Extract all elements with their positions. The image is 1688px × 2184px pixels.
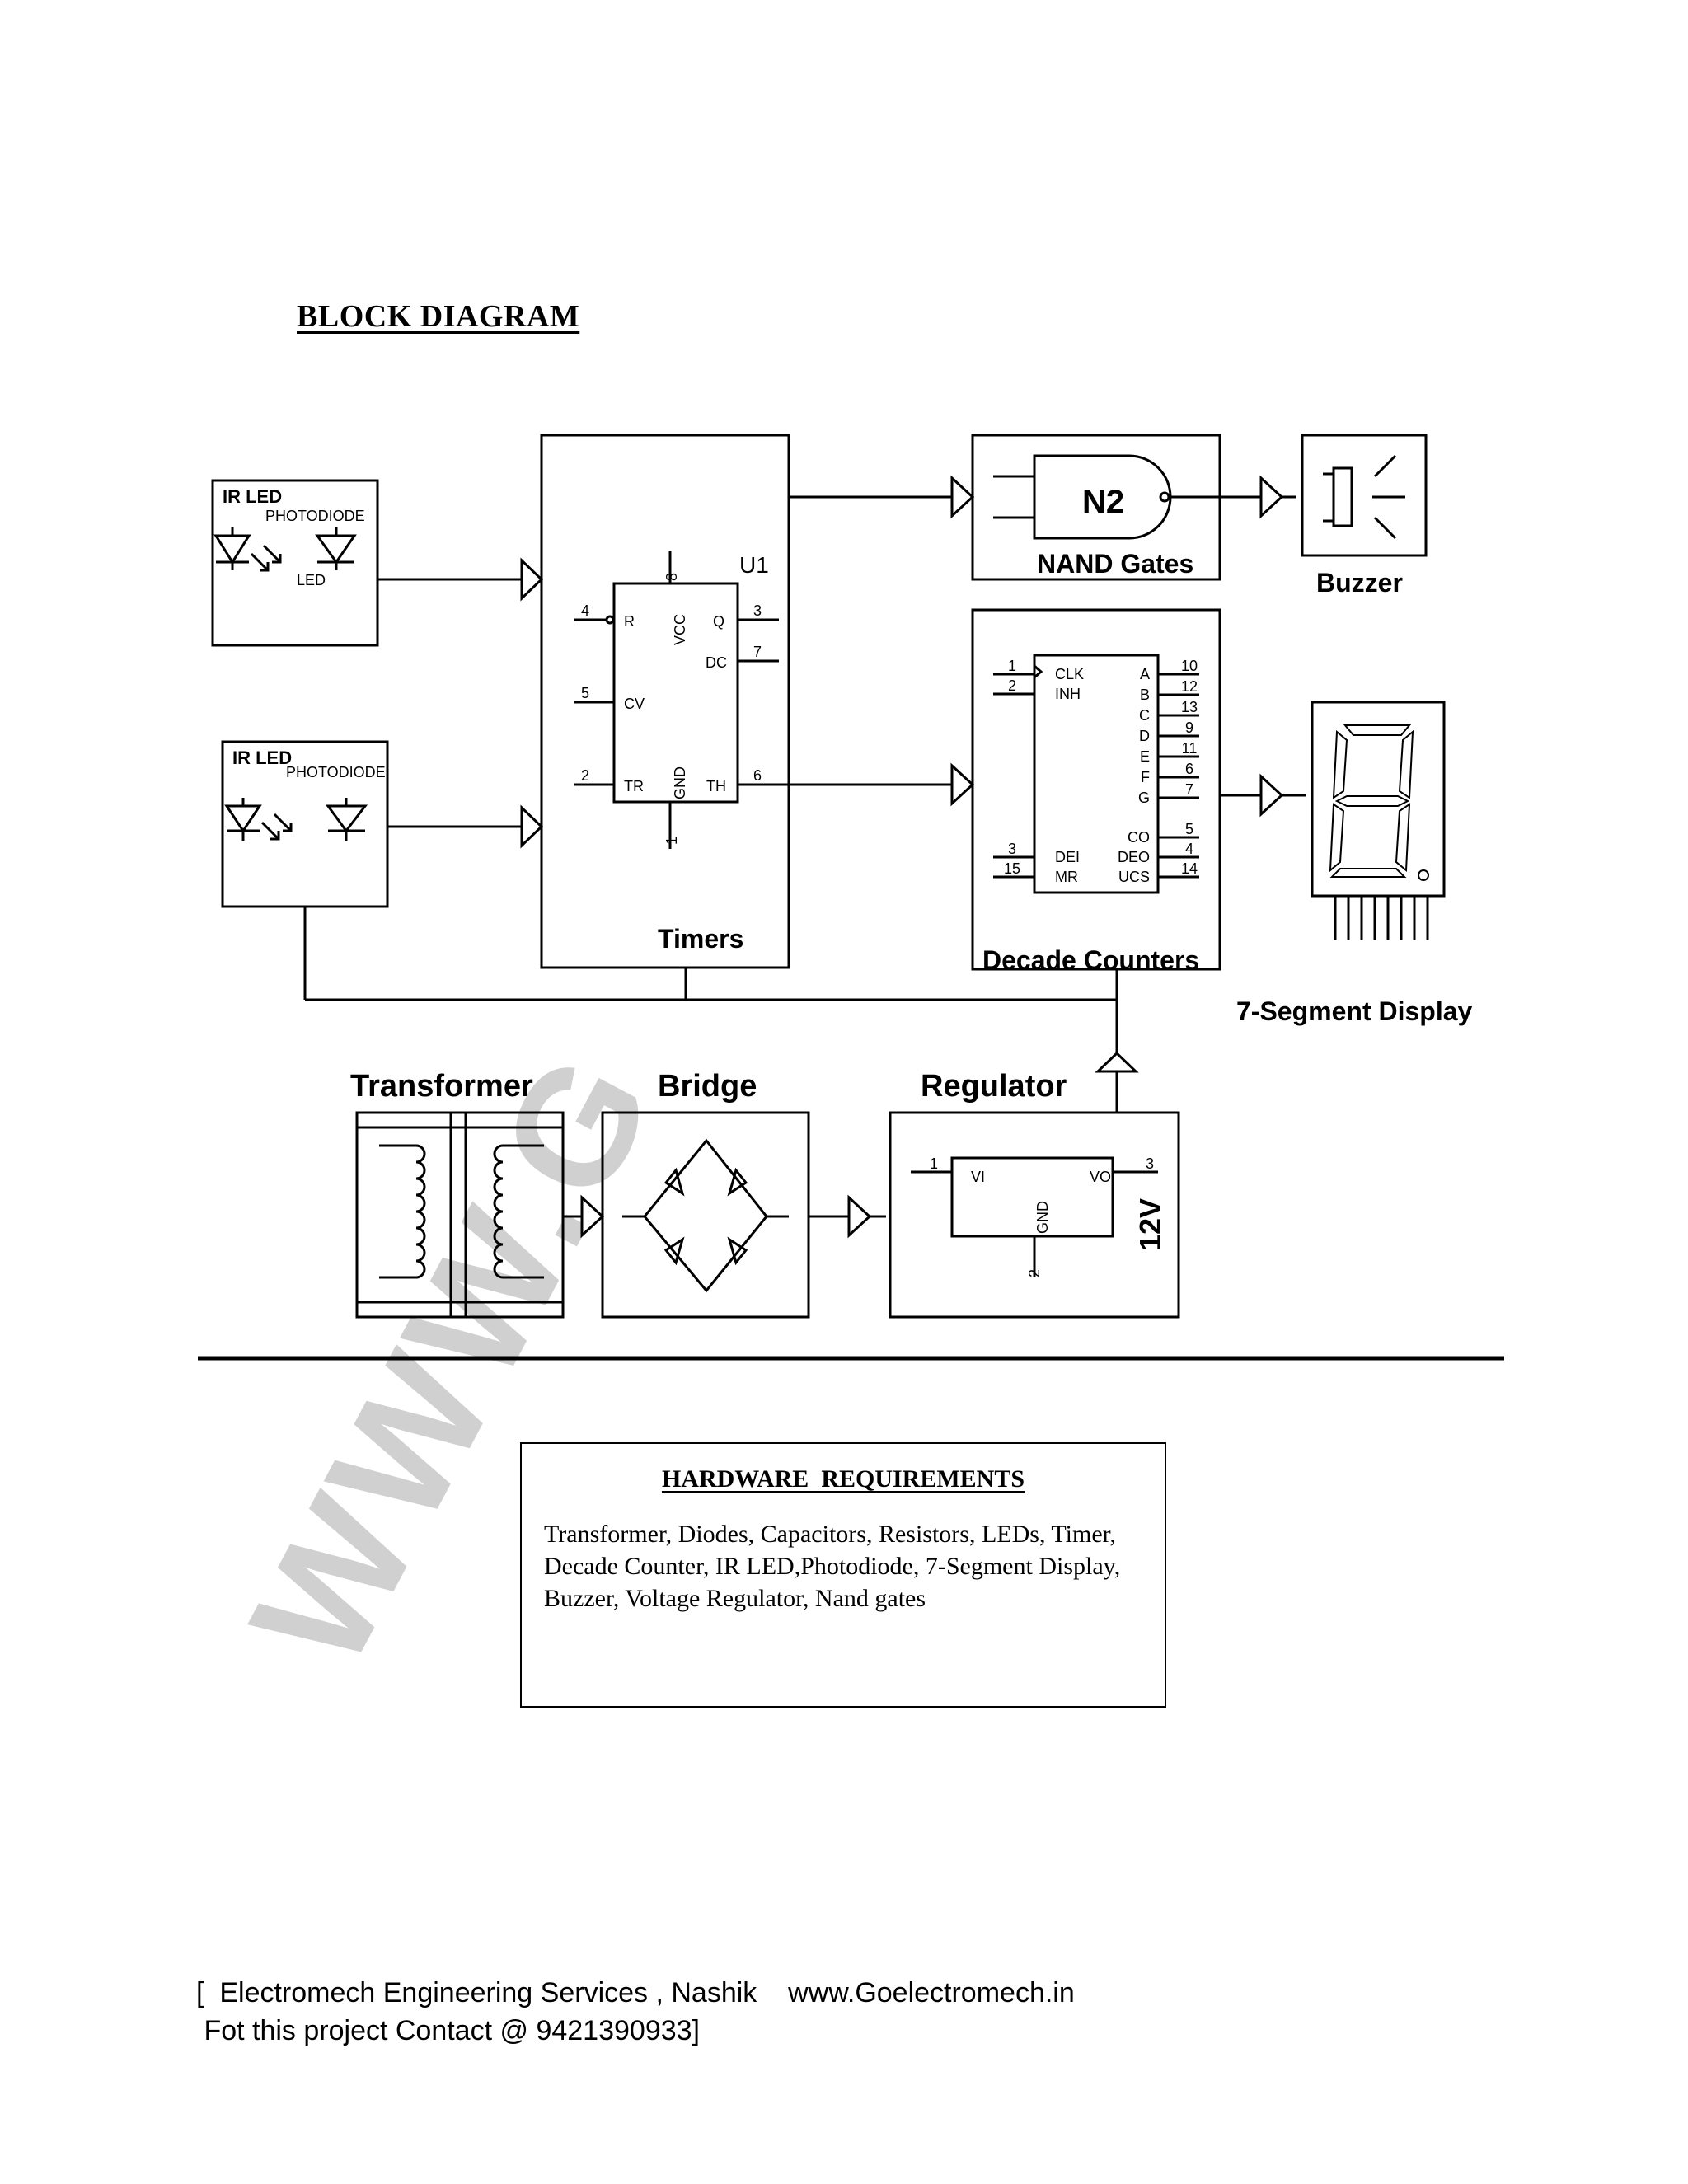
regulator-pin-label: VI — [971, 1169, 985, 1185]
timer-pin-num: 7 — [753, 644, 762, 660]
transformer-coil-icon — [379, 1144, 544, 1279]
counter-pin-num: 15 — [1004, 860, 1020, 877]
nand-gate-icon — [1033, 454, 1172, 540]
timer-pin-label: DC — [706, 654, 727, 671]
ir-sensor-1-block — [211, 479, 379, 647]
footer-line-1: [ Electromech Engineering Services , Nas… — [196, 1977, 1075, 2008]
block-diagram: IR LED PHOTODIODE LED IR LED PHOTODIODE … — [198, 434, 1504, 1361]
hardware-requirements-box: HARDWARE REQUIREMENTS Transformer, Diode… — [520, 1442, 1166, 1708]
hardware-requirements-text: Transformer, Diodes, Capacitors, Resisto… — [544, 1521, 1121, 1612]
counter-pin-num: 6 — [1185, 761, 1193, 777]
regulator-pin-label: GND — [1034, 1201, 1051, 1234]
hardware-requirements-title: HARDWARE REQUIREMENTS — [661, 1465, 1025, 1493]
counter-pin-num: 7 — [1185, 781, 1193, 798]
timer-pin-num: 1 — [663, 837, 680, 845]
sensor1-photodiode-label: PHOTODIODE — [265, 508, 365, 524]
page-title: BLOCK DIAGRAM — [297, 299, 580, 334]
timer-pin-num: 2 — [581, 767, 589, 784]
counter-pin-label: CO — [1128, 829, 1150, 846]
counter-pin-num: 1 — [1008, 658, 1016, 674]
timer-pin-label: CV — [624, 696, 645, 712]
transformer-block — [355, 1111, 565, 1319]
ir-led-icon — [213, 527, 282, 572]
counter-pin-num: 10 — [1181, 658, 1198, 674]
counter-pin-num: 11 — [1182, 740, 1198, 757]
counter-pin-label: UCS — [1118, 869, 1150, 885]
timer-pin-label: TR — [624, 778, 644, 794]
bridge-rectifier-icon — [622, 1138, 789, 1293]
buzzer-caption: Buzzer — [1316, 568, 1403, 598]
regulator-pin-num: 3 — [1146, 1155, 1154, 1172]
nand-ref: N2 — [1082, 484, 1124, 520]
timer-pin-num: 6 — [753, 767, 762, 784]
seven-segment-icon — [1329, 724, 1429, 881]
counter-pin-num: 2 — [1008, 677, 1016, 694]
counter-pin-num: 12 — [1181, 678, 1198, 695]
buzzer-block — [1301, 434, 1428, 557]
counter-pin-num: 13 — [1181, 699, 1198, 715]
photodiode-icon — [326, 798, 368, 841]
display-caption: 7-Segment Display — [1236, 996, 1473, 1026]
bridge-caption: Bridge — [658, 1069, 757, 1104]
timer-block — [540, 434, 790, 969]
photodiode-icon — [315, 527, 357, 570]
counter-pin-label: A — [1140, 666, 1150, 682]
counter-pin-label: INH — [1055, 686, 1081, 702]
counter-pin-num: 3 — [1008, 841, 1016, 857]
nand-caption: NAND Gates — [1037, 549, 1193, 579]
counter-pin-label: D — [1139, 728, 1150, 744]
timer-pin-num: 5 — [581, 685, 589, 701]
regulator-voltage: 12V — [1133, 1198, 1167, 1251]
buzzer-icon — [1323, 454, 1405, 540]
timer-pin-label: Q — [713, 613, 724, 630]
counter-pin-label: C — [1139, 707, 1150, 724]
regulator-pin-label: VO — [1090, 1169, 1111, 1185]
counter-pin-num: 14 — [1181, 860, 1198, 877]
transformer-caption: Transformer — [350, 1069, 533, 1104]
regulator-block — [889, 1111, 1180, 1319]
timer-pin-label: R — [624, 613, 635, 630]
counter-pin-num: 9 — [1185, 719, 1193, 736]
counter-pin-label: MR — [1055, 869, 1078, 885]
nand-block — [971, 434, 1221, 581]
sensor1-title: IR LED — [223, 486, 282, 507]
connection-wires — [303, 495, 1306, 1218]
counter-pin-label: F — [1141, 769, 1150, 785]
sensor2-photodiode-label: PHOTODIODE — [286, 764, 386, 780]
timer-pin-label: VCC — [672, 614, 688, 645]
regulator-pin-num: 2 — [1026, 1269, 1043, 1277]
regulator-pin-num: 1 — [930, 1155, 938, 1172]
counter-pin-label: B — [1140, 687, 1150, 703]
counter-pin-label: E — [1140, 748, 1150, 765]
footer: [ Electromech Engineering Services , Nas… — [196, 1974, 1075, 2050]
counter-pin-num: 4 — [1185, 841, 1193, 857]
regulator-caption: Regulator — [921, 1069, 1067, 1104]
counter-pin-num: 5 — [1185, 821, 1193, 837]
timer-pin-num: 3 — [753, 602, 762, 619]
decade-counter-block — [971, 608, 1221, 971]
footer-line-2: Fot this project Contact @ 9421390933] — [196, 2015, 700, 2046]
counter-pin-label: DEI — [1055, 849, 1080, 865]
timer-pin-label: TH — [706, 778, 726, 794]
counter-pin-label: G — [1138, 790, 1150, 806]
sensor2-title: IR LED — [232, 748, 292, 768]
counter-pin-label: DEO — [1118, 849, 1150, 865]
counter-caption: Decade Counters — [982, 945, 1199, 975]
bridge-block — [601, 1111, 810, 1319]
timer-pin-num: 4 — [581, 602, 589, 619]
ir-led-icon — [224, 798, 293, 841]
counter-pin-label: CLK — [1055, 666, 1084, 682]
timer-pin-label: GND — [672, 766, 688, 799]
timer-ref: U1 — [739, 552, 769, 578]
seven-segment-display-block — [1311, 701, 1446, 940]
sensor1-led-label: LED — [297, 572, 326, 588]
signal-arrows — [520, 475, 1284, 1239]
timer-caption: Timers — [658, 924, 743, 954]
timer-pin-num: 8 — [663, 573, 680, 581]
